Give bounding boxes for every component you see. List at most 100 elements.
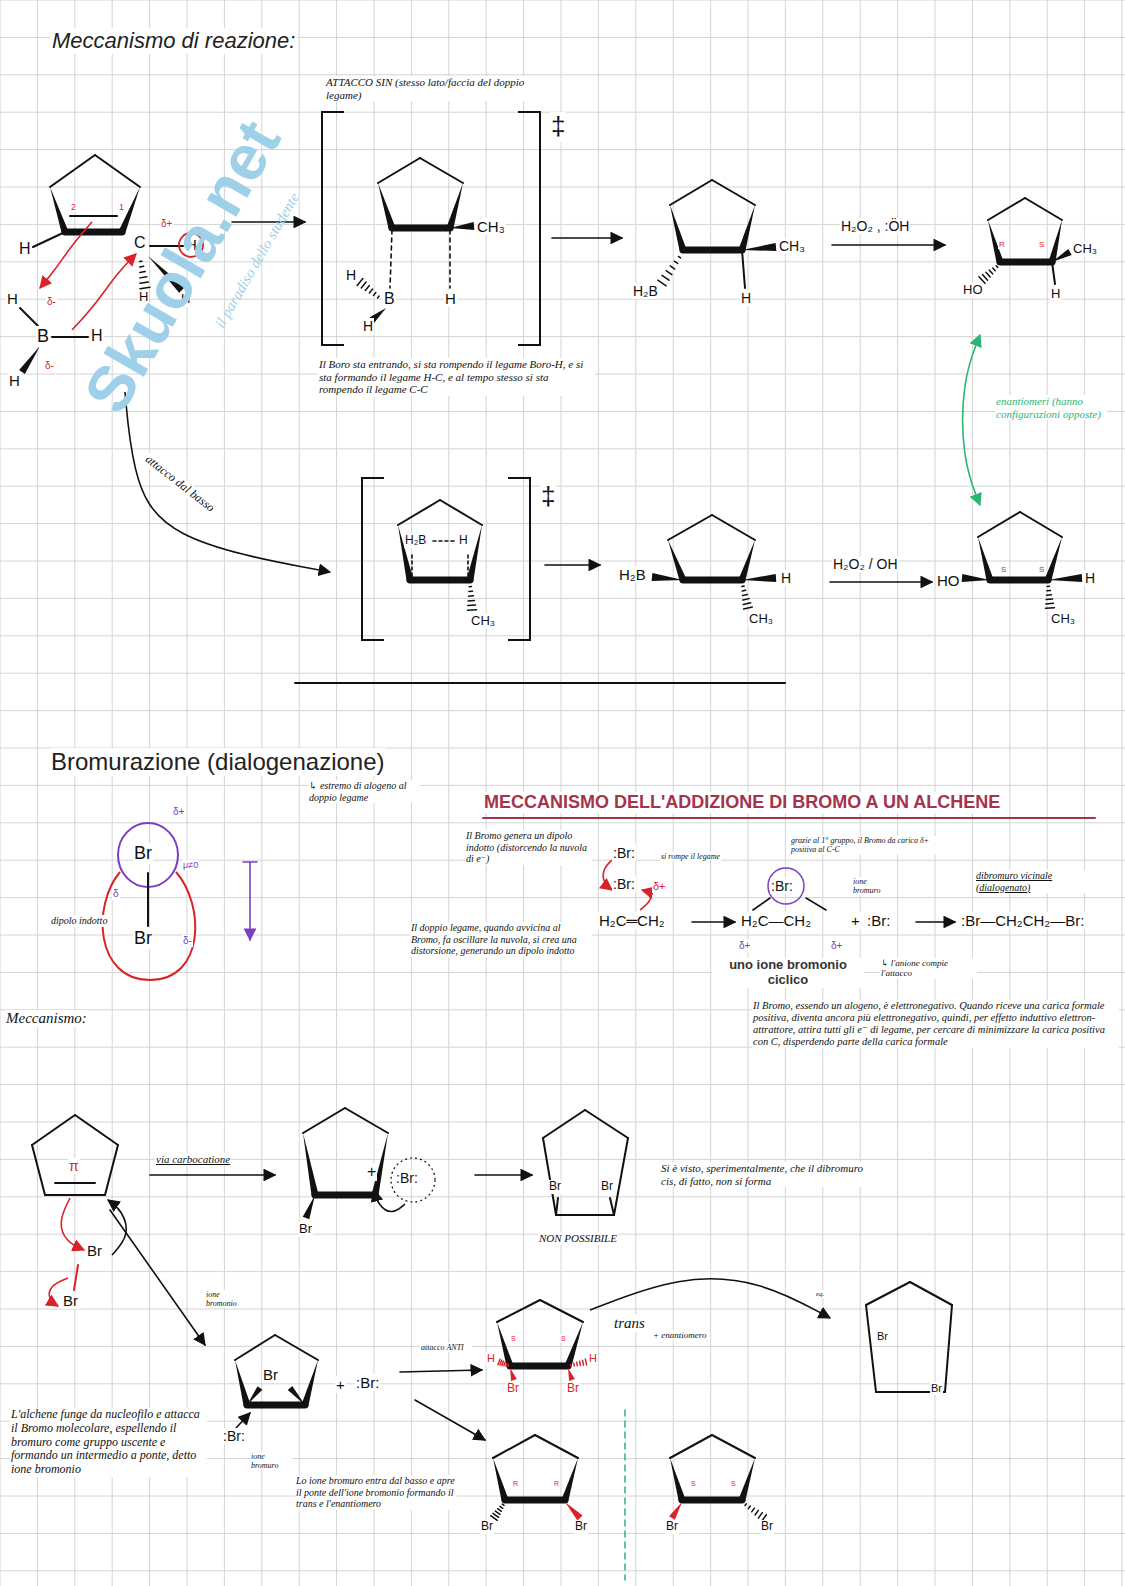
partial-bond — [433, 540, 455, 542]
bond-line — [105, 1145, 118, 1195]
hash-bond — [745, 1504, 746, 1506]
annotation-note: L'alchene funge da nucleofilo e attacca … — [10, 1408, 207, 1477]
annotation-note: ione bromuro — [250, 1452, 292, 1470]
bond-line — [440, 500, 482, 525]
partial-bond — [467, 553, 469, 576]
bond-line — [32, 1115, 75, 1145]
electron-arrow — [61, 1198, 84, 1250]
hash-bond — [993, 268, 995, 271]
annotation-note: Il doppio legame, quando avvicina al Bro… — [410, 922, 592, 957]
hash-bond — [374, 293, 376, 296]
bond-line — [1052, 262, 1055, 284]
hash-bond — [996, 266, 998, 268]
atom-label: B — [36, 326, 50, 347]
bond-line — [670, 1435, 712, 1458]
atom-label: ‡ — [550, 112, 566, 142]
hash-bond — [758, 1513, 762, 1519]
atom-label: Br — [86, 1242, 103, 1259]
grid-line — [1009, 0, 1010, 1586]
ring-bold-bond — [65, 229, 122, 236]
hash-bond — [1046, 607, 1055, 609]
bond-line — [866, 1305, 876, 1392]
annotation: si rompe il legame — [660, 852, 721, 861]
bond-line — [378, 158, 420, 183]
grid-line — [0, 1570, 1125, 1571]
grid-line — [0, 448, 1125, 449]
hash-bond — [495, 1511, 500, 1514]
bond-line — [345, 1108, 388, 1133]
ring-wedge — [378, 183, 395, 229]
grid-line — [0, 822, 1125, 823]
bond-line — [945, 1305, 952, 1392]
atom-label: δ+ — [830, 940, 843, 952]
hash-bond — [670, 266, 675, 269]
grid-line — [0, 74, 1125, 75]
bond-line — [493, 1435, 535, 1458]
atom-label: + — [366, 1163, 377, 1181]
atom-label: Br — [566, 1382, 580, 1396]
annotation-note: ione bromonio — [205, 1290, 252, 1308]
hash-bond — [658, 280, 666, 286]
bond-line — [535, 1435, 578, 1458]
ring-wedge — [447, 183, 463, 229]
ring-wedge — [978, 537, 993, 581]
hash-bond — [742, 590, 746, 592]
header-underline — [483, 817, 1095, 819]
hash-bond — [585, 1359, 586, 1365]
dotted-circle — [391, 1158, 435, 1202]
attack-arrow — [125, 392, 330, 572]
atom-label: H₂O₂ / OH — [832, 556, 899, 572]
annotation-note: ↳ estremo di alogeno al doppio legame — [308, 780, 420, 803]
atom-label: H₂O₂ , :ÖH — [840, 218, 910, 234]
hash-bond — [742, 585, 744, 587]
hash-bond — [755, 1510, 758, 1515]
atom-label: Br — [600, 1180, 614, 1194]
ring-wedge — [497, 1322, 513, 1367]
atom-label: R — [553, 1480, 560, 1488]
grid-line — [0, 561, 1125, 562]
hash-bond — [576, 1362, 578, 1365]
atom-label: Br — [548, 1180, 562, 1194]
bracket — [518, 112, 540, 345]
ring-bold-bond — [1000, 259, 1052, 266]
wedge-bond — [19, 346, 40, 374]
hash-bond — [357, 279, 363, 286]
grid-line — [0, 187, 1125, 188]
hash-bond — [743, 599, 749, 600]
page-title: Meccanismo di reazione: — [50, 28, 297, 54]
annotation: eq. — [815, 1290, 825, 1298]
grid-line — [0, 0, 1125, 1]
hash-bond — [1047, 585, 1049, 587]
annotation-note: Il Boro sta entrando, si sta rompendo il… — [318, 358, 595, 396]
atom-label: :Br: — [612, 845, 636, 861]
bond-line — [497, 1300, 540, 1322]
dipole-arrow — [243, 861, 257, 863]
hash-bond — [743, 603, 750, 605]
reaction-arrow — [545, 564, 600, 566]
reaction-arrow — [150, 1174, 275, 1176]
atom-label: HO — [962, 283, 984, 298]
wedge-bond — [568, 1368, 575, 1381]
atom-label: H₂B — [618, 566, 647, 583]
hash-bond — [1046, 598, 1052, 600]
hash-bond — [748, 1506, 750, 1509]
atom-label: H — [1050, 287, 1061, 302]
atom-label: δ- — [44, 360, 55, 372]
atom-label: δ+ — [652, 880, 667, 893]
grid-line — [0, 1271, 1125, 1272]
ring-wedge — [467, 525, 482, 581]
hash-bond — [989, 270, 992, 274]
ring-bold-bond — [510, 1363, 568, 1370]
bond-line — [866, 1282, 910, 1305]
atom-label: R — [998, 240, 1006, 249]
bond-line — [670, 180, 712, 205]
ring-wedge — [670, 1458, 685, 1501]
ring-wedge — [670, 205, 686, 251]
ring-bold-bond — [990, 577, 1048, 584]
atom-label: Br — [876, 1330, 889, 1343]
hash-bond — [469, 595, 474, 597]
annotation: NON POSSIBILE — [538, 1232, 618, 1245]
grid-line — [0, 149, 1125, 150]
ring-bold-bond — [315, 1192, 375, 1199]
